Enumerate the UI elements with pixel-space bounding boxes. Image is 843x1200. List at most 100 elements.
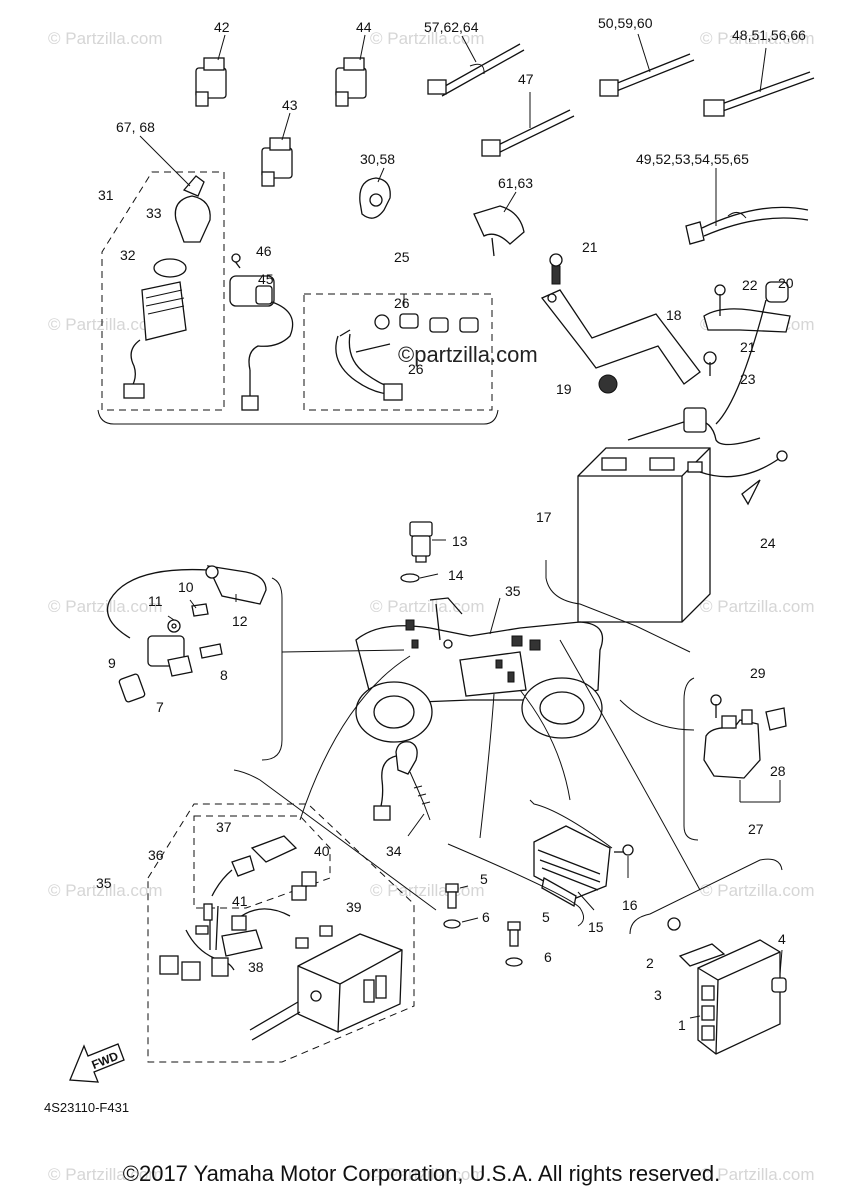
clamp-30-drawing — [359, 167, 391, 219]
atv-drawing — [355, 597, 604, 743]
wire-lead-25-group — [303, 293, 493, 411]
callout-label: 31 — [98, 187, 114, 203]
callout-label: 6 — [544, 949, 552, 965]
bolt-5b-drawing — [505, 921, 523, 967]
callout-label: 67, 68 — [116, 119, 155, 135]
watermark-faint: © Partzilla.com — [370, 29, 485, 48]
callout-label: 1 — [678, 1017, 686, 1033]
callout-label: 43 — [282, 97, 298, 113]
callout-label: 27 — [748, 821, 764, 837]
callout-label: 28 — [770, 763, 786, 779]
watermark-faint: © Partzilla.com — [48, 29, 163, 48]
callout-label: 5 — [480, 871, 488, 887]
callout-label: 16 — [622, 897, 638, 913]
callout-label: 14 — [448, 567, 464, 583]
callout-label: 34 — [386, 843, 402, 859]
relay-45-drawing — [229, 253, 294, 411]
watermark-faint: © Partzilla.com — [48, 881, 163, 900]
clamp-61-drawing — [473, 191, 525, 257]
fwd-arrow-icon: FWD — [69, 1043, 125, 1083]
callout-label: 37 — [216, 819, 232, 835]
group-brace-left — [261, 577, 283, 761]
callout-label: 20 — [778, 275, 794, 291]
callout-label: 2 — [646, 955, 654, 971]
callout-label: 49,52,53,54,55,65 — [636, 151, 749, 167]
connector-line — [479, 693, 495, 839]
connector-line — [559, 639, 701, 891]
watermark-faint: © Partzilla.com — [48, 597, 163, 616]
cable-tie-57-drawing — [427, 35, 525, 97]
bracket-18-drawing — [540, 253, 717, 394]
diagram-code: 4S23110-F431 — [44, 1100, 130, 1115]
group-brace-right — [683, 677, 699, 841]
watermark-faint: © Partzilla.com — [370, 1165, 485, 1184]
cable-tie-49-drawing — [685, 168, 809, 245]
callout-label: 38 — [248, 959, 264, 975]
callout-label: 21 — [582, 239, 598, 255]
watermark-faint: © Partzilla.com — [48, 315, 163, 334]
main-switch-group — [101, 135, 225, 411]
watermark-faint: © Partzilla.com — [700, 1165, 815, 1184]
callout-label: 10 — [178, 579, 194, 595]
group-brace-mid — [447, 843, 584, 927]
coupler-43-drawing — [261, 112, 293, 187]
callout-label: 24 — [760, 535, 776, 551]
battery-cables-drawing — [545, 281, 789, 653]
callout-label: 35 — [505, 583, 521, 599]
callout-label: 61,63 — [498, 175, 533, 191]
watermark-faint: © Partzilla.com — [370, 597, 485, 616]
callout-label: 41 — [232, 893, 248, 909]
coupler-44-drawing — [335, 34, 367, 107]
callout-label: 5 — [542, 909, 550, 925]
callout-label: 46 — [256, 243, 272, 259]
watermark-faint: © Partzilla.com — [48, 1165, 163, 1184]
callout-label: 50,59,60 — [598, 15, 653, 31]
callout-label: 9 — [108, 655, 116, 671]
callout-label: 42 — [214, 19, 230, 35]
group-brace-top — [97, 409, 499, 425]
callout-label: 48,51,56,66 — [732, 27, 806, 43]
cable-tie-48-drawing — [703, 47, 815, 117]
callout-label: 26 — [394, 295, 410, 311]
watermark-faint: © Partzilla.com — [370, 881, 485, 900]
watermark-faint: © Partzilla.com — [700, 597, 815, 616]
fuse-box-group — [147, 803, 415, 1063]
ignition-coil-drawing — [106, 565, 267, 703]
watermark-faint: © Partzilla.com — [700, 29, 815, 48]
callout-label: 39 — [346, 899, 362, 915]
callout-label: 12 — [232, 613, 248, 629]
callout-label: 35 — [96, 875, 112, 891]
rectifier-15-drawing — [533, 825, 634, 911]
callout-label: 29 — [750, 665, 766, 681]
connector-line — [529, 799, 613, 849]
fwd-label: FWD — [90, 1049, 121, 1072]
callout-label: 47 — [518, 71, 534, 87]
connector-line — [281, 649, 405, 653]
copyright-notice: ©2017 Yamaha Motor Corporation, U.S.A. A… — [122, 1161, 721, 1186]
callout-label: 13 — [452, 533, 468, 549]
connector-line — [519, 689, 571, 801]
ecu-drawing — [629, 858, 787, 1055]
connector-line — [299, 655, 411, 821]
callout-label: 6 — [482, 909, 490, 925]
bolt-5-drawing — [443, 883, 479, 929]
callout-label: 40 — [314, 843, 330, 859]
cable-tie-50-drawing — [599, 33, 695, 97]
callout-label: 19 — [556, 381, 572, 397]
watermark-faint-group: © Partzilla.com © Partzilla.com © Partzi… — [48, 29, 815, 1184]
coupler-42-drawing — [195, 34, 227, 107]
callout-label: 17 — [536, 509, 552, 525]
callout-label: 25 — [394, 249, 410, 265]
callout-label: 8 — [220, 667, 228, 683]
callout-label: 7 — [156, 699, 164, 715]
callout-label: 30,58 — [360, 151, 395, 167]
sensor-13-drawing — [400, 521, 446, 583]
connector-line — [619, 699, 695, 731]
callout-label: 26 — [408, 361, 424, 377]
watermark-main: ©partzilla.com — [398, 342, 538, 367]
cable-tie-47-drawing — [481, 92, 575, 157]
callout-label: 15 — [588, 919, 604, 935]
callout-label: 4 — [778, 931, 786, 947]
group-brace-lower — [233, 769, 437, 911]
